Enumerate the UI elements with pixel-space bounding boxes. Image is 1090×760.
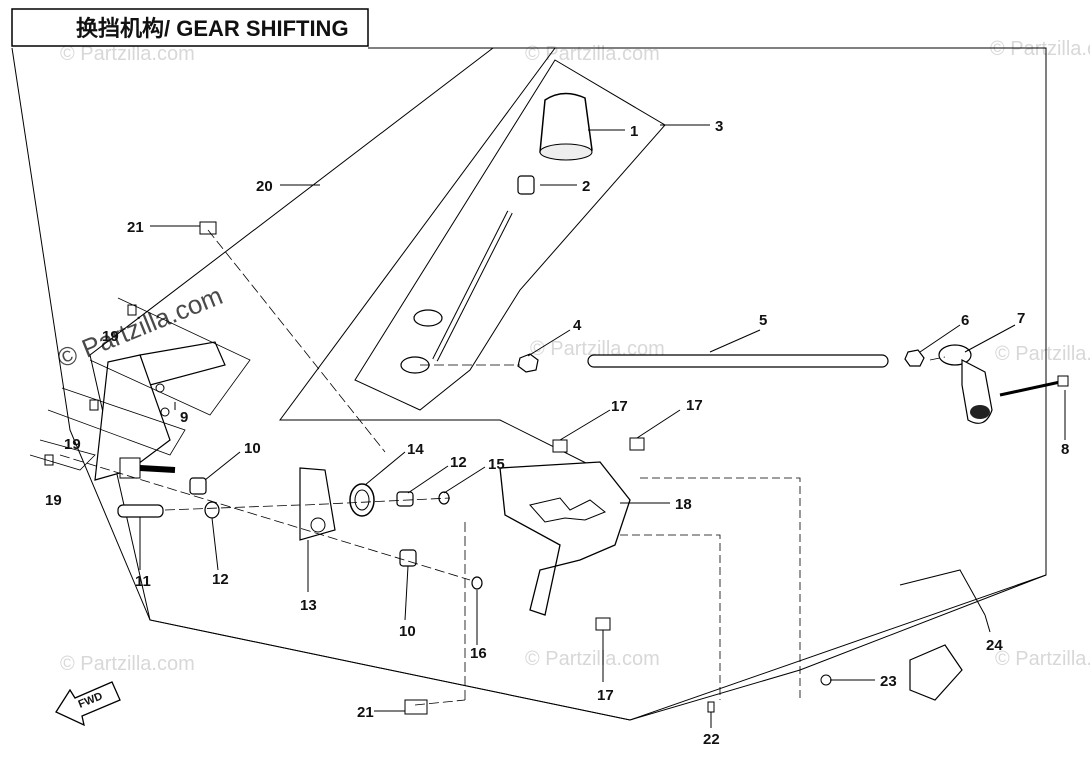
callout-20: 20 [256, 178, 273, 195]
callout-9: 9 [180, 409, 188, 426]
knob-nut [517, 175, 535, 195]
shift-rod [400, 210, 513, 374]
fwd-arrow-icon: FWD [55, 681, 121, 727]
shift-knob [539, 92, 593, 161]
callout-12-lower: 12 [212, 571, 229, 588]
linkage-nut-4 [517, 353, 539, 373]
callout-19-c: 19 [45, 492, 62, 509]
callout-7: 7 [1017, 310, 1025, 327]
shift-bracket-13 [299, 467, 336, 541]
callout-8: 8 [1061, 441, 1069, 458]
callout-13: 13 [300, 597, 317, 614]
pin-22 [707, 701, 715, 713]
callout-14: 14 [407, 441, 424, 458]
spacer-12-left [204, 501, 220, 519]
guide-19b [47, 387, 186, 456]
pad-24 [899, 569, 986, 701]
watermark: © Partzilla.com [60, 653, 195, 675]
callout-19-b: 19 [64, 436, 81, 453]
washer-16 [471, 576, 483, 590]
clip-21-top [199, 221, 217, 235]
shift-arm [938, 344, 993, 424]
callout-10-upper: 10 [244, 440, 261, 457]
bolt-19-b [89, 399, 99, 411]
screw-23 [820, 674, 832, 686]
watermark: © Partzilla.com [60, 43, 195, 65]
callout-12-upper: 12 [450, 454, 467, 471]
bushing-10-lower [399, 549, 417, 567]
clip-21-bottom [404, 699, 428, 715]
spring-14 [349, 483, 375, 517]
callout-5: 5 [759, 312, 767, 329]
callout-17-a: 17 [611, 398, 628, 415]
title-box: 换挡机构/ GEAR SHIFTING [11, 8, 369, 47]
callout-2: 2 [582, 178, 590, 195]
callout-24: 24 [986, 637, 1003, 654]
guide-19a [89, 297, 251, 416]
callout-10-lower: 10 [399, 623, 416, 640]
title-frame [11, 8, 369, 47]
diagram-title: 换挡机构/ GEAR SHIFTING [76, 16, 349, 41]
callouts: 1 2 3 4 5 6 7 8 9 10 10 11 12 12 13 14 1… [45, 118, 1069, 748]
spacer-12-right [396, 491, 414, 507]
callout-19-a: 19 [102, 328, 119, 345]
watermark: © Partzilla.com [995, 648, 1090, 670]
callout-17-c: 17 [597, 687, 614, 704]
bolt-17-c [595, 617, 611, 631]
shift-linkage-rod [587, 354, 889, 368]
bushing-10-upper [189, 477, 207, 495]
connection-lines [59, 229, 946, 706]
callout-21-top: 21 [127, 219, 144, 236]
sub-assembly-outline-20b [279, 47, 601, 471]
sub-assembly-outline-20 [89, 47, 1047, 721]
bolt-17-b [629, 437, 645, 451]
callout-15: 15 [488, 456, 505, 473]
frame-outline [11, 47, 1047, 721]
callout-16: 16 [470, 645, 487, 662]
leader-lines [139, 124, 1066, 728]
callout-17-b: 17 [686, 397, 703, 414]
callout-18: 18 [675, 496, 692, 513]
callout-3: 3 [715, 118, 723, 135]
bolt-19-c [44, 454, 54, 466]
guide-19c [29, 439, 96, 471]
arm-bolt [999, 375, 1069, 397]
callout-22: 22 [703, 731, 720, 748]
bolt-17-a [552, 439, 568, 453]
shift-gate-plate [499, 461, 631, 616]
guide-23 [640, 477, 801, 700]
watermark: © Partzilla.com [525, 648, 660, 670]
bolt-19-a [127, 304, 137, 316]
pin-11 [117, 504, 164, 518]
callout-4: 4 [573, 317, 582, 334]
callout-11: 11 [135, 573, 151, 590]
callout-1: 1 [630, 123, 638, 140]
callout-23: 23 [880, 673, 897, 690]
guide-22 [620, 534, 721, 700]
watermark: © Partzilla.com [995, 343, 1090, 365]
linkage-nut-6 [904, 349, 925, 367]
mounting-bracket [94, 341, 226, 481]
callout-21-bottom: 21 [357, 704, 374, 721]
callout-6: 6 [961, 312, 969, 329]
watermark: © Partzilla.com [990, 38, 1090, 60]
